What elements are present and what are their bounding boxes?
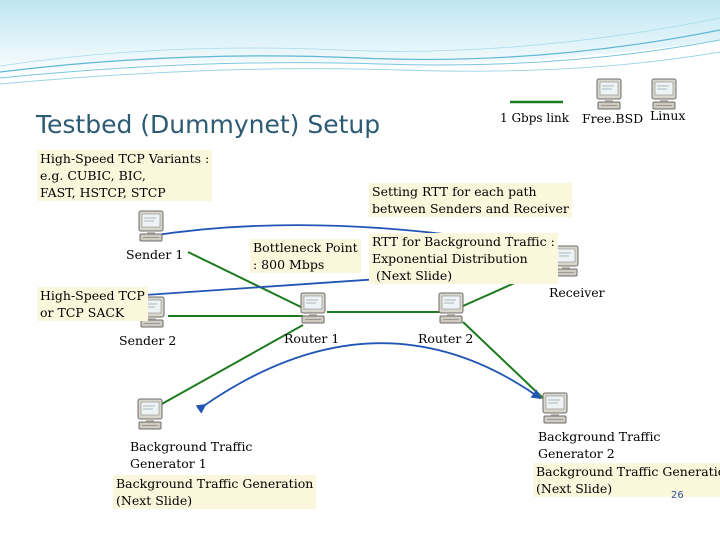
- bottleneck-line: : 800 Mbps: [253, 257, 325, 272]
- sender2-label: Sender 2: [119, 333, 177, 348]
- bg1-generation-line: (Next Slide): [116, 493, 193, 508]
- header-wave-decoration: [0, 0, 720, 85]
- bg1-generation-note: Background Traffic Generation (Next Slid…: [113, 475, 317, 509]
- bg1-computer-icon: [137, 398, 163, 432]
- tcp-variants-line: e.g. CUBIC, BIC,: [40, 168, 146, 183]
- bottleneck-line: Bottleneck Point: [253, 240, 358, 255]
- legend-link-label: 1 Gbps link: [500, 111, 570, 125]
- tcp-variants-note: High-Speed TCP Variants : e.g. CUBIC, BI…: [37, 150, 213, 201]
- linux-computer-icon: [651, 78, 677, 112]
- bg1-label: Background Traffic Generator 1: [130, 438, 252, 472]
- router1-computer-icon: [300, 292, 326, 326]
- page-title: Testbed (Dummynet) Setup: [36, 110, 381, 139]
- bg1-label-line: Generator 1: [130, 456, 207, 471]
- freebsd-computer-icon: [596, 78, 622, 112]
- router2-computer-icon: [438, 292, 464, 326]
- bg2-label: Background Traffic Generator 2: [538, 428, 660, 462]
- bg2-generation-line: Background Traffic Generation: [536, 464, 720, 479]
- sender2-protocol-note: High-Speed TCP or TCP SACK: [37, 287, 148, 321]
- page-number: 26: [671, 490, 684, 501]
- link-router1-bg1: [159, 324, 304, 406]
- bg2-label-line: Generator 2: [538, 446, 615, 461]
- link-router2-bg2: [462, 321, 546, 401]
- bg2-label-line: Background Traffic: [538, 429, 661, 444]
- legend-freebsd-label: Free.BSD: [582, 111, 644, 126]
- bg1-label-line: Background Traffic: [130, 439, 253, 454]
- sender2-protocol-line: or TCP SACK: [40, 305, 125, 320]
- sender1-computer-icon: [138, 210, 164, 244]
- bottleneck-note: Bottleneck Point : 800 Mbps: [250, 239, 361, 273]
- router1-label: Router 1: [284, 331, 340, 346]
- legend-linux-label: Linux: [650, 108, 686, 123]
- tcp-variants-line: High-Speed TCP Variants :: [40, 151, 210, 166]
- receiver-label: Receiver: [549, 285, 605, 300]
- rtt-setting-note: Setting RTT for each path between Sender…: [369, 183, 572, 217]
- bg-rtt-line: RTT for Background Traffic :: [372, 234, 555, 249]
- sender2-protocol-line: High-Speed TCP: [40, 288, 145, 303]
- rtt-setting-line: between Senders and Receiver: [372, 201, 569, 216]
- bg2-generation-note: Background Traffic Generation (Next Slid…: [533, 463, 720, 497]
- bg-rtt-line: (Next Slide): [376, 268, 453, 283]
- link-sender1-router1: [187, 251, 304, 309]
- bg-rtt-line: Exponential Distribution: [372, 251, 528, 266]
- tcp-variants-line: FAST, HSTCP, STCP: [40, 185, 166, 200]
- bg-rtt-note: RTT for Background Traffic : Exponential…: [369, 233, 558, 284]
- arrow-bg1-bg2: [195, 342, 542, 414]
- bg2-computer-icon: [542, 392, 568, 426]
- router2-label: Router 2: [418, 331, 474, 346]
- bg2-generation-line: (Next Slide): [536, 481, 613, 496]
- rtt-setting-line: Setting RTT for each path: [372, 184, 537, 199]
- sender1-label: Sender 1: [126, 247, 184, 262]
- bg1-generation-line: Background Traffic Generation: [116, 476, 314, 491]
